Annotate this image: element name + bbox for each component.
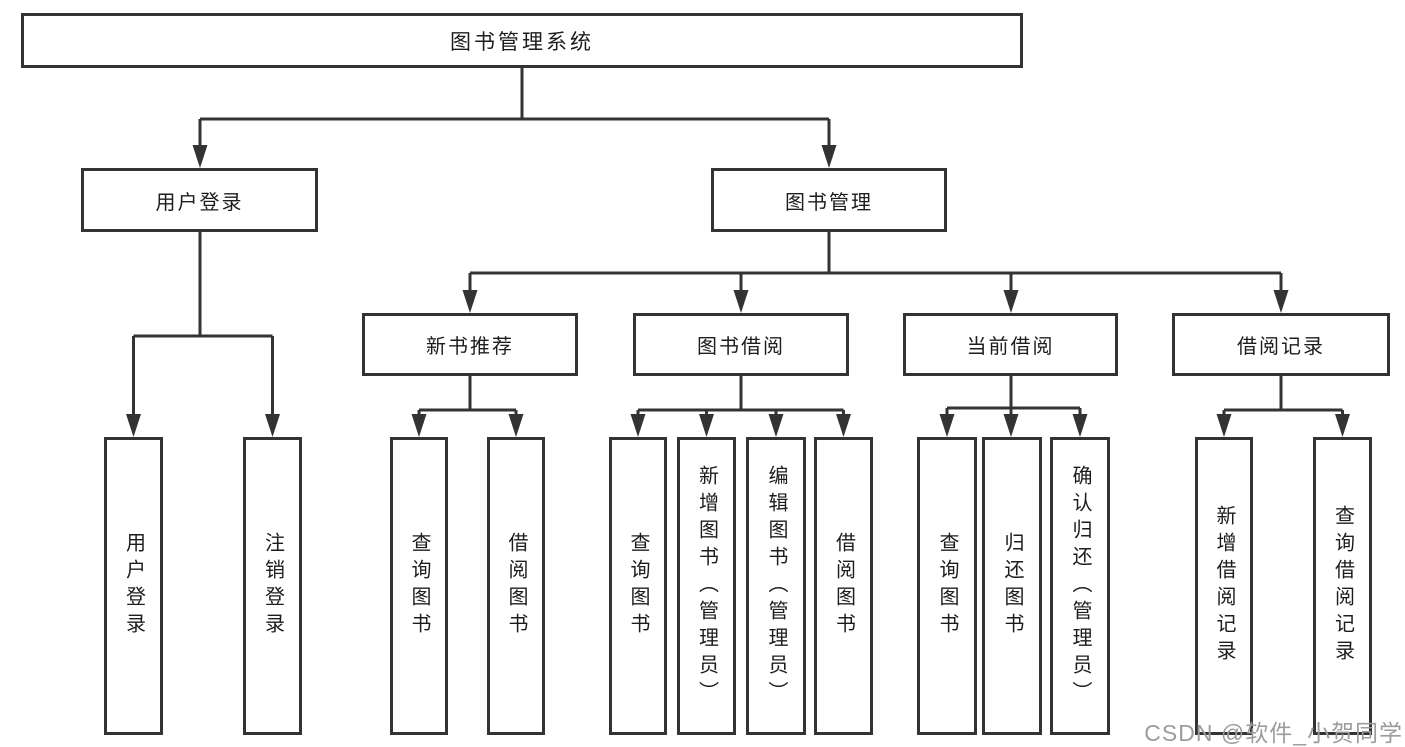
node-label: 当前借阅: [966, 336, 1055, 358]
leaf-borrow-books: 借阅图书: [814, 437, 873, 735]
node-user-login: 用户登录: [81, 168, 318, 232]
node-label: 图书管理系统: [450, 30, 594, 54]
node-label: 编辑图书（管理员）: [765, 464, 787, 708]
leaf-query-books-borrow: 查询图书: [609, 437, 667, 735]
connector-user-login-to-leaves: [126, 232, 280, 437]
leaf-confirm-return-admin: 确认归还（管理员）: [1050, 437, 1110, 735]
node-label: 查询图书: [936, 532, 958, 640]
node-book-management: 图书管理: [711, 168, 947, 232]
connector-book-borrow-to-leaves: [630, 376, 851, 437]
connector-current-borrow-to-leaves: [939, 376, 1088, 437]
node-label: 归还图书: [1001, 532, 1023, 640]
node-label: 查询借阅记录: [1331, 505, 1354, 667]
node-label: 用户登录: [155, 191, 244, 214]
node-label: 新书推荐: [426, 336, 514, 358]
node-label: 借阅图书: [832, 532, 855, 640]
node-book-management-system: 图书管理系统: [21, 13, 1023, 68]
connector-borrow-records-to-leaves: [1216, 376, 1350, 437]
connector-new-book-recommend-to-leaves: [411, 376, 524, 437]
node-label: 图书管理: [785, 191, 873, 214]
node-label: 用户登录: [122, 532, 145, 640]
node-label: 查询图书: [627, 532, 649, 640]
node-current-borrow: 当前借阅: [903, 313, 1118, 376]
node-label: 查询图书: [408, 532, 430, 640]
leaf-query-books-current: 查询图书: [917, 437, 977, 735]
node-label: 借阅图书: [505, 532, 527, 640]
leaf-add-borrow-record: 新增借阅记录: [1195, 437, 1253, 735]
leaf-add-book-admin: 新增图书（管理员）: [677, 437, 736, 735]
node-label: 注销登录: [261, 532, 284, 640]
node-label: 确认归还（管理员）: [1069, 464, 1091, 708]
leaf-user-login: 用户登录: [104, 437, 163, 735]
leaf-logout: 注销登录: [243, 437, 302, 735]
node-label: 借阅记录: [1237, 336, 1325, 358]
leaf-query-books-recommend: 查询图书: [390, 437, 448, 735]
leaf-query-borrow-record: 查询借阅记录: [1313, 437, 1372, 735]
leaf-borrow-books-recommend: 借阅图书: [487, 437, 545, 735]
connector-book-management-to-level3: [462, 232, 1289, 313]
leaf-edit-book-admin: 编辑图书（管理员）: [746, 437, 806, 735]
node-new-book-recommend: 新书推荐: [362, 313, 578, 376]
node-book-borrow: 图书借阅: [633, 313, 849, 376]
node-label: 新增图书（管理员）: [695, 464, 718, 708]
node-label: 图书借阅: [697, 336, 785, 358]
node-borrow-records: 借阅记录: [1172, 313, 1390, 376]
connector-root-to-level2: [192, 68, 837, 168]
watermark-text: CSDN @软件_小贺同学: [1144, 720, 1403, 746]
node-label: 新增借阅记录: [1213, 505, 1235, 667]
leaf-return-book: 归还图书: [982, 437, 1042, 735]
